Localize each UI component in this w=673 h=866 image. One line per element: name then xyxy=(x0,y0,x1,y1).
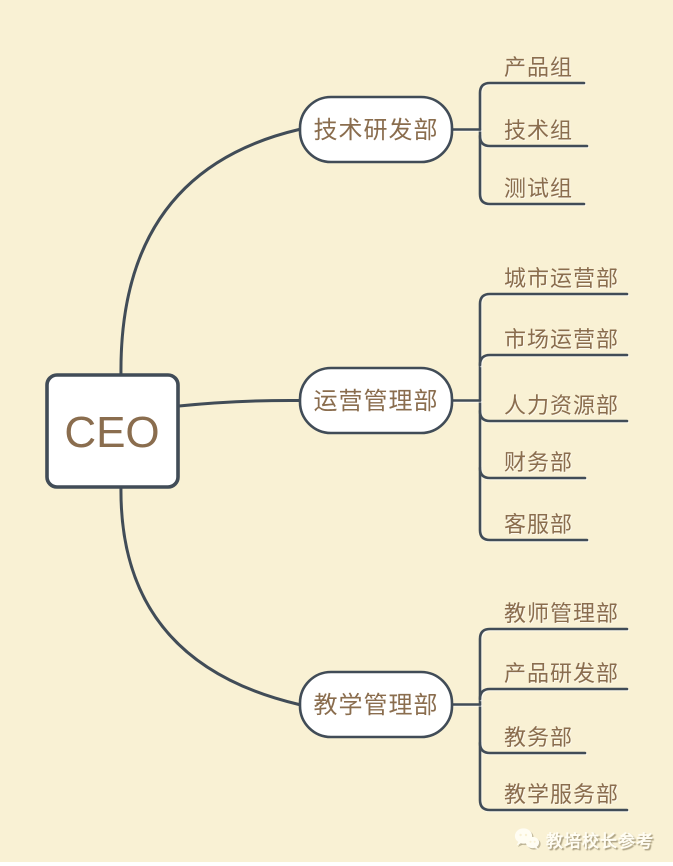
branch-node-tech-shape[interactable] xyxy=(298,95,454,164)
leaf-node[interactable]: 市场运营部 xyxy=(504,327,619,352)
leaf-node[interactable]: 产品组 xyxy=(504,55,573,80)
connector-root-to-teaching xyxy=(119,483,301,706)
branch-node-operations[interactable]: 运营管理部 xyxy=(298,366,454,435)
bracket-operations-leaf4 xyxy=(478,466,587,480)
bracket-operations xyxy=(450,292,629,542)
leaves-teaching: 教师管理部 产品研发部 教务部 教学服务部 xyxy=(504,601,619,807)
root-node-box[interactable] xyxy=(45,373,180,489)
bracket-tech xyxy=(450,81,589,206)
leaf-node[interactable]: 客服部 xyxy=(504,512,573,537)
bracket-teaching-trunk xyxy=(478,627,629,812)
leaf-node[interactable]: 教务部 xyxy=(504,725,573,750)
bracket-teaching-leaf2 xyxy=(478,687,629,701)
leaves-tech: 产品组 技术组 测试组 xyxy=(504,55,573,201)
branch-node-operations-shape[interactable] xyxy=(298,366,454,435)
branch-node-tech-label: 技术研发部 xyxy=(314,117,439,144)
bracket-tech-mid xyxy=(478,134,589,148)
connector-root-to-tech xyxy=(119,128,301,379)
bottom-white-strip xyxy=(0,862,673,866)
connector-root-to-operations xyxy=(177,398,301,408)
leaves-operations: 城市运营部 市场运营部 人力资源部 财务部 客服部 xyxy=(504,266,619,537)
bracket-operations-leaf3 xyxy=(478,409,629,423)
bracket-teaching xyxy=(450,627,629,812)
bracket-operations-leaf2 xyxy=(478,353,629,367)
root-node-ceo[interactable]: CEO xyxy=(45,373,180,489)
leaf-node[interactable]: 测试组 xyxy=(504,176,573,201)
branch-node-teaching-shape[interactable] xyxy=(298,670,454,739)
branch-node-operations-label: 运营管理部 xyxy=(314,388,439,415)
leaf-node[interactable]: 教师管理部 xyxy=(504,601,619,626)
leaf-node[interactable]: 财务部 xyxy=(504,450,573,475)
bracket-teaching-leaf3 xyxy=(478,741,587,755)
leaf-node[interactable]: 产品研发部 xyxy=(504,661,619,686)
watermark-text: 教培校长参考 xyxy=(546,831,654,851)
leaf-node[interactable]: 城市运营部 xyxy=(504,266,619,291)
branch-node-teaching[interactable]: 教学管理部 xyxy=(298,670,454,739)
root-connector-lines xyxy=(119,128,301,706)
branch-node-tech[interactable]: 技术研发部 xyxy=(298,95,454,164)
leaf-node[interactable]: 人力资源部 xyxy=(504,393,619,418)
root-node-label: CEO xyxy=(64,408,159,457)
wechat-icon xyxy=(514,827,541,850)
leaf-node[interactable]: 教学服务部 xyxy=(504,782,619,807)
bracket-tech-trunk xyxy=(478,81,586,206)
leaf-node[interactable]: 技术组 xyxy=(504,118,573,143)
watermark: 教培校长参考 xyxy=(514,824,654,854)
branch-node-teaching-label: 教学管理部 xyxy=(314,692,439,719)
